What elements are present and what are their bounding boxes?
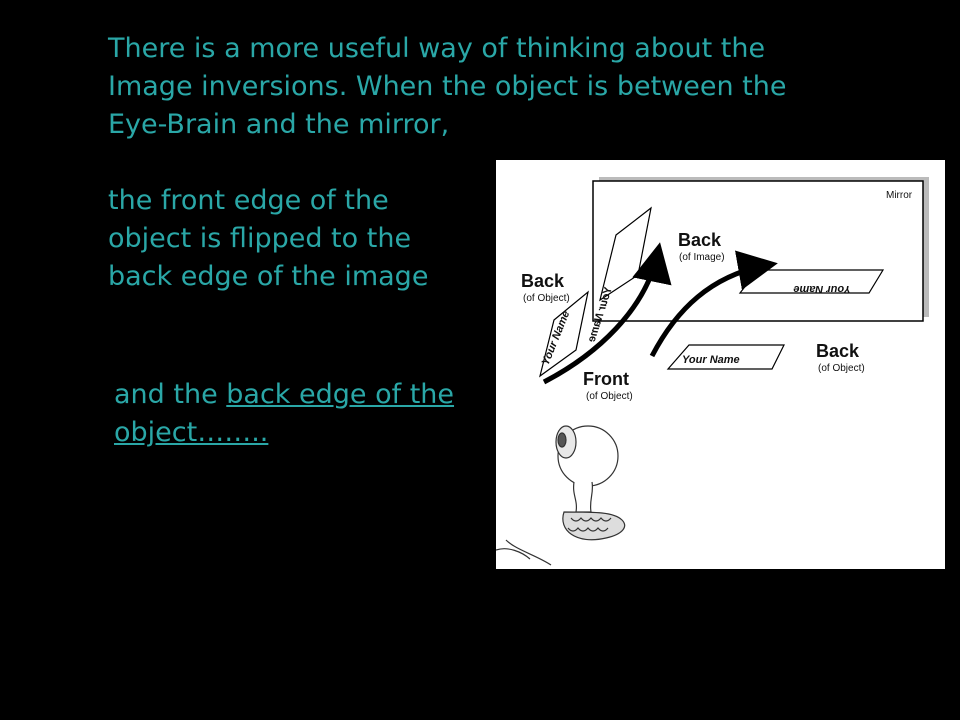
- eye-brain-sketch: [496, 425, 626, 566]
- back-object-right-label: Back: [816, 341, 860, 361]
- intro-text: There is a more useful way of thinking a…: [108, 33, 787, 140]
- object-flat-text: Your Name: [682, 354, 740, 366]
- image-flat-text: Your Name: [793, 283, 851, 295]
- front-object-label: Front: [583, 369, 629, 389]
- back-object-left-sub: (of Object): [523, 293, 570, 304]
- object-flat-card: Your Name: [666, 344, 785, 370]
- arrow-standing-flip: [542, 242, 672, 385]
- front-edge-text: the front edge of the object is flipped …: [108, 185, 429, 292]
- back-edge-text: and the back edge of the object……..: [114, 376, 474, 452]
- back-image-sub: (of Image): [679, 252, 725, 263]
- mirror-diagram-svg: Mirror Your Name Your Name Your Name You…: [496, 177, 929, 566]
- object-standing-card: Your Name: [539, 290, 589, 378]
- back-object-right-sub: (of Object): [818, 363, 865, 374]
- back-object-left-label: Back: [521, 271, 565, 291]
- image-flat-card: Your Name: [738, 269, 885, 295]
- arrow-flat-flip: [649, 250, 778, 358]
- mirror-label: Mirror: [886, 190, 913, 201]
- back-edge-link[interactable]: back edge of the object……..: [114, 379, 455, 448]
- front-object-sub: (of Object): [586, 391, 633, 402]
- back-edge-prefix: and the: [114, 379, 227, 410]
- back-image-label: Back: [678, 230, 722, 250]
- mirror-diagram: Mirror Your Name Your Name Your Name You…: [496, 160, 945, 569]
